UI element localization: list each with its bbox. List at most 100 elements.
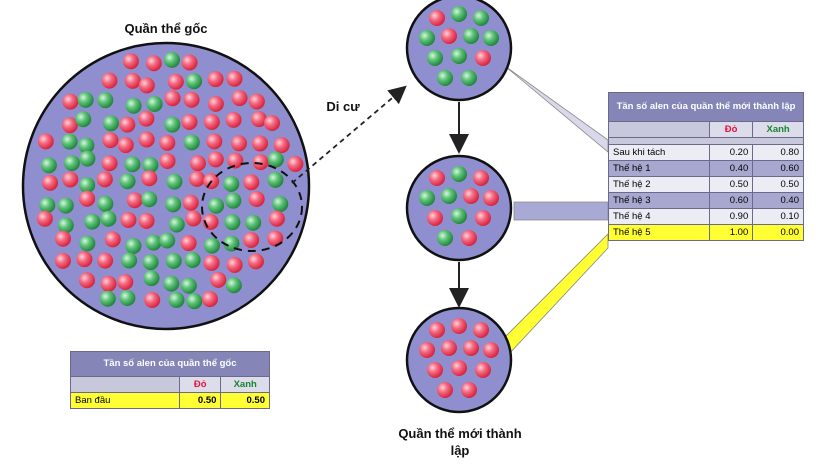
red-allele: [207, 151, 224, 168]
red-allele: [159, 152, 176, 169]
red-allele: [141, 170, 158, 187]
red-allele: [252, 135, 269, 152]
red-allele: [230, 135, 247, 152]
original-population-alleles: [36, 51, 304, 310]
red-allele: [159, 134, 176, 151]
green-allele: [451, 166, 467, 182]
red-allele: [144, 291, 161, 308]
table-row: Thế hệ 5 1.00 0.00: [608, 224, 804, 241]
red-allele: [203, 113, 220, 130]
red-allele: [451, 360, 467, 376]
row-red-value: 0.20: [708, 144, 754, 161]
green-allele: [125, 97, 142, 114]
green-allele: [63, 155, 80, 172]
green-allele: [102, 115, 119, 132]
row-red-value: 0.40: [708, 160, 754, 177]
green-allele: [57, 217, 74, 234]
green-allele: [483, 30, 499, 46]
red-allele: [201, 291, 218, 308]
row-label: Thế hệ 3: [608, 192, 710, 209]
red-allele: [181, 113, 198, 130]
row-red-value: 1.00: [708, 224, 754, 241]
red-allele: [126, 192, 143, 209]
new-table-spacer: [608, 137, 804, 145]
red-allele: [189, 170, 206, 187]
red-allele: [429, 10, 445, 26]
row-green-value: 0.60: [752, 160, 804, 177]
red-allele: [473, 170, 489, 186]
red-allele: [231, 90, 248, 107]
green-allele: [225, 277, 242, 294]
red-allele: [437, 382, 453, 398]
red-allele: [122, 53, 139, 70]
red-allele: [120, 211, 137, 228]
red-allele: [145, 55, 162, 72]
red-allele: [117, 273, 134, 290]
red-allele: [181, 54, 198, 71]
green-allele: [78, 137, 95, 154]
green-allele: [119, 173, 136, 190]
red-allele: [78, 272, 95, 289]
green-allele: [461, 70, 477, 86]
generation-5-population-alleles: [419, 318, 499, 398]
green-allele: [183, 134, 200, 151]
red-allele: [96, 171, 113, 188]
original-table-blank: [70, 376, 180, 393]
red-allele: [101, 72, 118, 89]
new-table-col-red: Đỏ: [708, 121, 754, 138]
green-allele: [99, 290, 116, 307]
original-table-col-red: Đỏ: [178, 376, 222, 393]
red-allele: [475, 50, 491, 66]
connector-band-yellow: [499, 233, 609, 356]
green-allele: [97, 195, 114, 212]
green-allele: [146, 95, 163, 112]
green-allele: [84, 213, 101, 230]
row-green-value: 0.40: [752, 192, 804, 209]
green-allele: [223, 235, 240, 252]
green-allele: [142, 157, 159, 174]
row-label: Thế hệ 5: [608, 224, 710, 241]
green-allele: [208, 197, 225, 214]
red-allele: [226, 256, 243, 273]
red-allele: [182, 194, 199, 211]
green-allele: [121, 252, 138, 269]
green-allele: [180, 277, 197, 294]
green-allele: [451, 208, 467, 224]
red-allele: [54, 252, 71, 269]
original-table-col-green: Xanh: [220, 376, 270, 393]
red-allele: [124, 72, 141, 89]
red-allele: [101, 155, 118, 172]
green-allele: [463, 28, 479, 44]
red-allele: [100, 275, 117, 292]
red-allele: [42, 174, 59, 191]
red-allele: [117, 137, 134, 154]
row-label: Thế hệ 1: [608, 160, 710, 177]
connector-band-blue: [513, 201, 609, 221]
green-allele: [245, 214, 262, 231]
new-table-title: Tần số alen của quần thể mới thành lập: [608, 92, 804, 122]
red-allele: [189, 155, 206, 172]
red-allele: [463, 188, 479, 204]
green-allele: [441, 188, 457, 204]
connector-band-gray: [501, 63, 609, 153]
red-allele: [226, 70, 243, 87]
red-allele: [264, 114, 281, 131]
table-row: Thế hệ 2 0.50 0.50: [608, 176, 804, 193]
migration-arrow: [291, 85, 407, 184]
red-allele: [451, 318, 467, 334]
new-table-blank: [608, 121, 710, 138]
green-allele: [143, 270, 160, 287]
red-allele: [138, 77, 155, 94]
red-allele: [461, 382, 477, 398]
green-allele: [437, 70, 453, 86]
table-row: Thế hệ 3 0.60 0.40: [608, 192, 804, 209]
red-allele: [463, 340, 479, 356]
red-allele: [252, 154, 269, 171]
green-allele: [186, 293, 203, 310]
red-allele: [185, 210, 202, 227]
row-green-value: 0.10: [752, 208, 804, 225]
green-allele: [186, 73, 203, 90]
migration-label: Di cư: [326, 99, 360, 114]
red-allele: [248, 93, 265, 110]
